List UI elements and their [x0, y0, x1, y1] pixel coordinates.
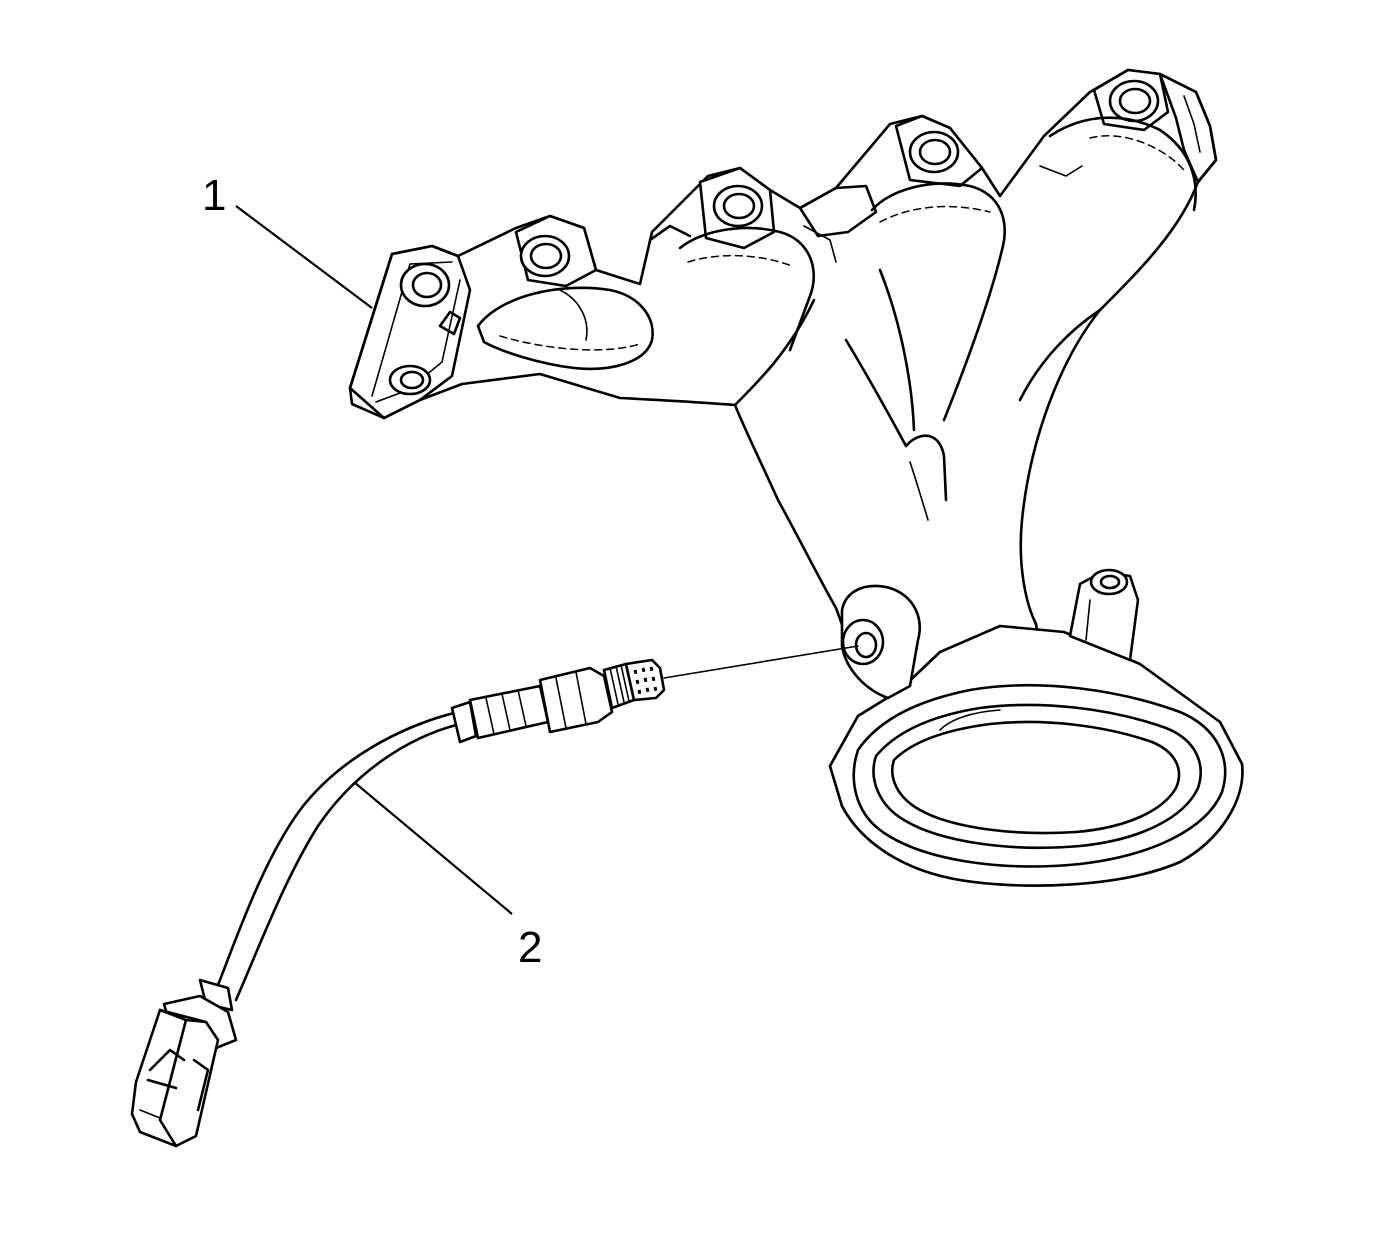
runner-2 — [678, 226, 815, 352]
heated-oxygen-sensor — [130, 658, 666, 1148]
installation-centerline — [663, 645, 859, 679]
outlet-bracket — [1068, 568, 1140, 662]
bolt-boss-1 — [399, 262, 451, 308]
sensor-body — [468, 684, 550, 740]
bolt-boss-3 — [698, 166, 776, 250]
callout-2-label: 2 — [518, 923, 542, 972]
sensor-wire-1 — [214, 710, 460, 992]
sensor-tip-vents — [633, 666, 658, 695]
callout-1-label: 1 — [202, 171, 226, 220]
runner-3 — [870, 182, 1006, 252]
flange-bolt-hole — [388, 364, 432, 396]
sensor-connector — [130, 978, 238, 1148]
callout-1-leader — [235, 205, 373, 309]
runner-4 — [1048, 116, 1197, 212]
left-mounting-flange — [348, 244, 472, 420]
wire-ferrule — [450, 700, 478, 744]
sensor-boss — [840, 584, 921, 700]
runner-1 — [476, 286, 654, 371]
bolt-boss-4 — [894, 114, 984, 188]
callout-2: 2 — [353, 781, 542, 972]
sensor-wire-2 — [234, 722, 462, 1002]
outlet-flange — [828, 624, 1244, 887]
exhaust-manifold — [348, 68, 1244, 887]
callout-2-leader — [353, 781, 513, 915]
callout-1: 1 — [202, 171, 373, 309]
bolt-boss-2 — [514, 214, 598, 288]
sensor-hex-nut — [538, 666, 614, 734]
